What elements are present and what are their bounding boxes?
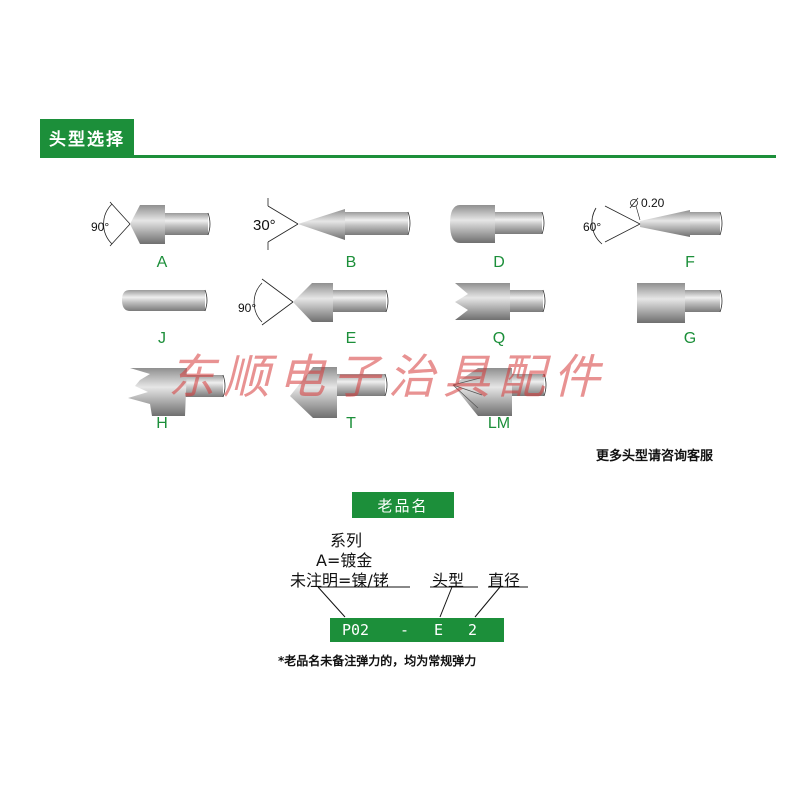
tip-label-e: E <box>345 330 357 347</box>
tip-b-drawing <box>267 198 411 250</box>
tip-label-j: J <box>158 330 166 347</box>
more-tips-note: 更多头型请咨询客服 <box>596 449 714 464</box>
tip-lm-drawing <box>452 368 547 416</box>
watermark-text: 东顺电子治具配件 <box>168 350 608 405</box>
tip-label-a: A <box>156 254 168 271</box>
code-tip: E <box>434 621 444 639</box>
tip-label-lm: LM <box>487 415 511 432</box>
tip-label-b: B <box>345 254 357 271</box>
tip-label-d: D <box>493 254 505 271</box>
tip-a-drawing <box>103 201 211 247</box>
tip-label-t: T <box>346 415 356 432</box>
code-series: P02 <box>342 621 370 639</box>
tip-d-drawing <box>450 205 545 243</box>
tip-t-drawing <box>290 367 388 418</box>
section-divider <box>40 155 776 158</box>
plating-gold-label: A=镀金 <box>316 551 373 570</box>
tip-j-drawing <box>122 289 208 312</box>
footnote: *老品名未备注弹力的，均为常规弹力 <box>278 654 477 668</box>
angle-b: 30° <box>253 217 276 234</box>
tip-label-f: F <box>685 254 695 271</box>
tip-h-drawing <box>128 368 226 416</box>
tip-label-g: G <box>683 330 697 347</box>
code-diameter: 2 <box>468 621 478 639</box>
code-dash: - <box>400 621 410 639</box>
tip-q-drawing <box>455 283 546 320</box>
angle-f: 60° <box>583 220 602 234</box>
tip-label-q: Q <box>492 330 506 347</box>
tip-f-drawing <box>591 197 723 245</box>
plating-default-label: 未注明=镍/铑 <box>290 571 389 590</box>
diameter-label: 直径 <box>488 571 521 590</box>
tip-dim-f: 0.20 <box>641 196 665 210</box>
tip-label-h: H <box>156 415 168 432</box>
series-label: 系列 <box>330 531 363 550</box>
angle-a: 90° <box>91 220 110 234</box>
tip-g-drawing <box>637 283 723 323</box>
tip-e-drawing <box>253 278 389 326</box>
angle-e: 90° <box>238 301 257 315</box>
section-title: 头型选择 <box>40 119 134 156</box>
old-name-title: 老品名 <box>352 492 454 518</box>
tip-type-label: 头型 <box>432 571 465 590</box>
code-connector-lines <box>317 586 528 618</box>
code-bar: P02 - E 2 <box>330 618 504 642</box>
